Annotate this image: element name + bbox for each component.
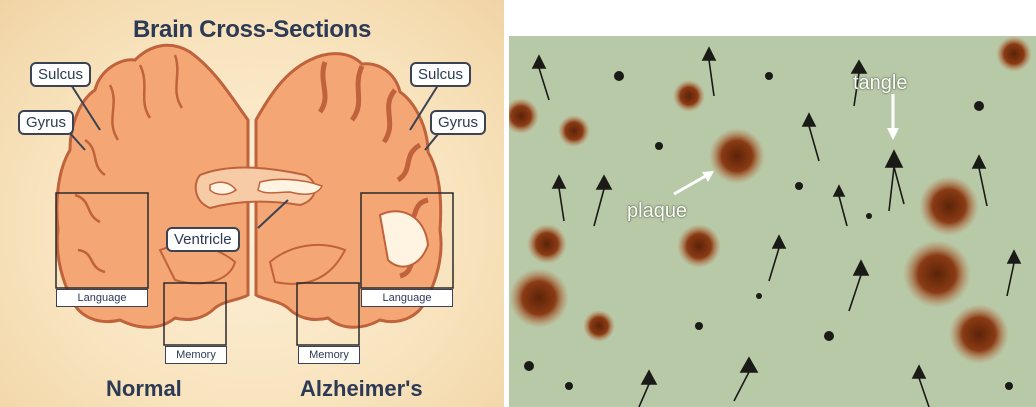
label-tangle: tangle — [853, 72, 908, 95]
plaque-mark — [583, 310, 615, 342]
label-memory-right: Memory — [298, 346, 360, 364]
diagram-title: Brain Cross-Sections — [0, 16, 504, 44]
callout-sulcus-right: Sulcus — [410, 62, 471, 87]
plaque-mark — [996, 36, 1032, 72]
plaque-mark — [677, 224, 721, 268]
callout-sulcus-left: Sulcus — [30, 62, 91, 87]
plaque-mark — [673, 80, 705, 112]
micrograph-image — [509, 36, 1036, 407]
label-alzheimers: Alzheimer's — [300, 376, 423, 402]
callout-gyrus-left: Gyrus — [18, 110, 74, 135]
plaque-mark — [903, 240, 971, 308]
plaque-mark — [949, 304, 1009, 364]
brain-diagram: Brain Cross-Sections Sulcus Gyrus Sulcus… — [0, 0, 504, 407]
label-normal: Normal — [106, 376, 182, 402]
plaque-mark — [919, 176, 979, 236]
plaque-mark — [709, 128, 765, 184]
plaque-mark — [558, 115, 590, 147]
label-language-left: Language — [56, 289, 148, 307]
label-language-right: Language — [361, 289, 453, 307]
callout-gyrus-right: Gyrus — [430, 110, 486, 135]
micrograph: plaque tangle — [509, 36, 1036, 407]
label-plaque: plaque — [627, 200, 687, 223]
plaque-mark — [527, 224, 567, 264]
callout-ventricle: Ventricle — [166, 227, 240, 252]
plaque-mark — [509, 268, 569, 328]
label-memory-left: Memory — [165, 346, 227, 364]
